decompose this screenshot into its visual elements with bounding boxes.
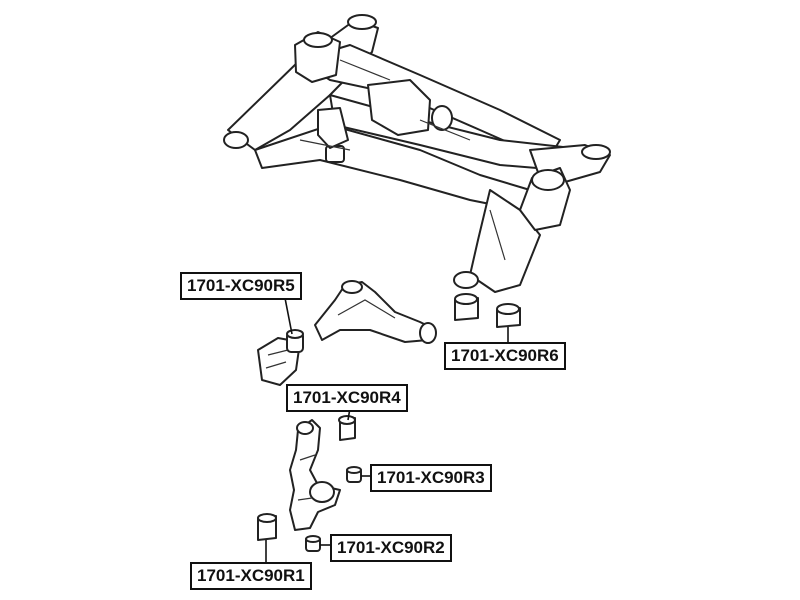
label-r5: 1701-XC90R5 [180, 272, 302, 300]
label-r6: 1701-XC90R6 [444, 342, 566, 370]
bracket-illustration [257, 329, 304, 386]
knuckle-illustration [289, 419, 341, 531]
control-arm-illustration [314, 280, 437, 344]
bushing-r4 [338, 415, 356, 441]
bushing-r6 [454, 293, 521, 328]
bushing-r1 [257, 513, 277, 541]
bushing-r3 [346, 466, 362, 483]
label-r3: 1701-XC90R3 [370, 464, 492, 492]
label-r4: 1701-XC90R4 [286, 384, 408, 412]
label-r1: 1701-XC90R1 [190, 562, 312, 590]
label-r2: 1701-XC90R2 [330, 534, 452, 562]
subframe-illustration [223, 14, 611, 293]
leader-lines [265, 297, 509, 562]
bushing-r2 [305, 535, 321, 552]
